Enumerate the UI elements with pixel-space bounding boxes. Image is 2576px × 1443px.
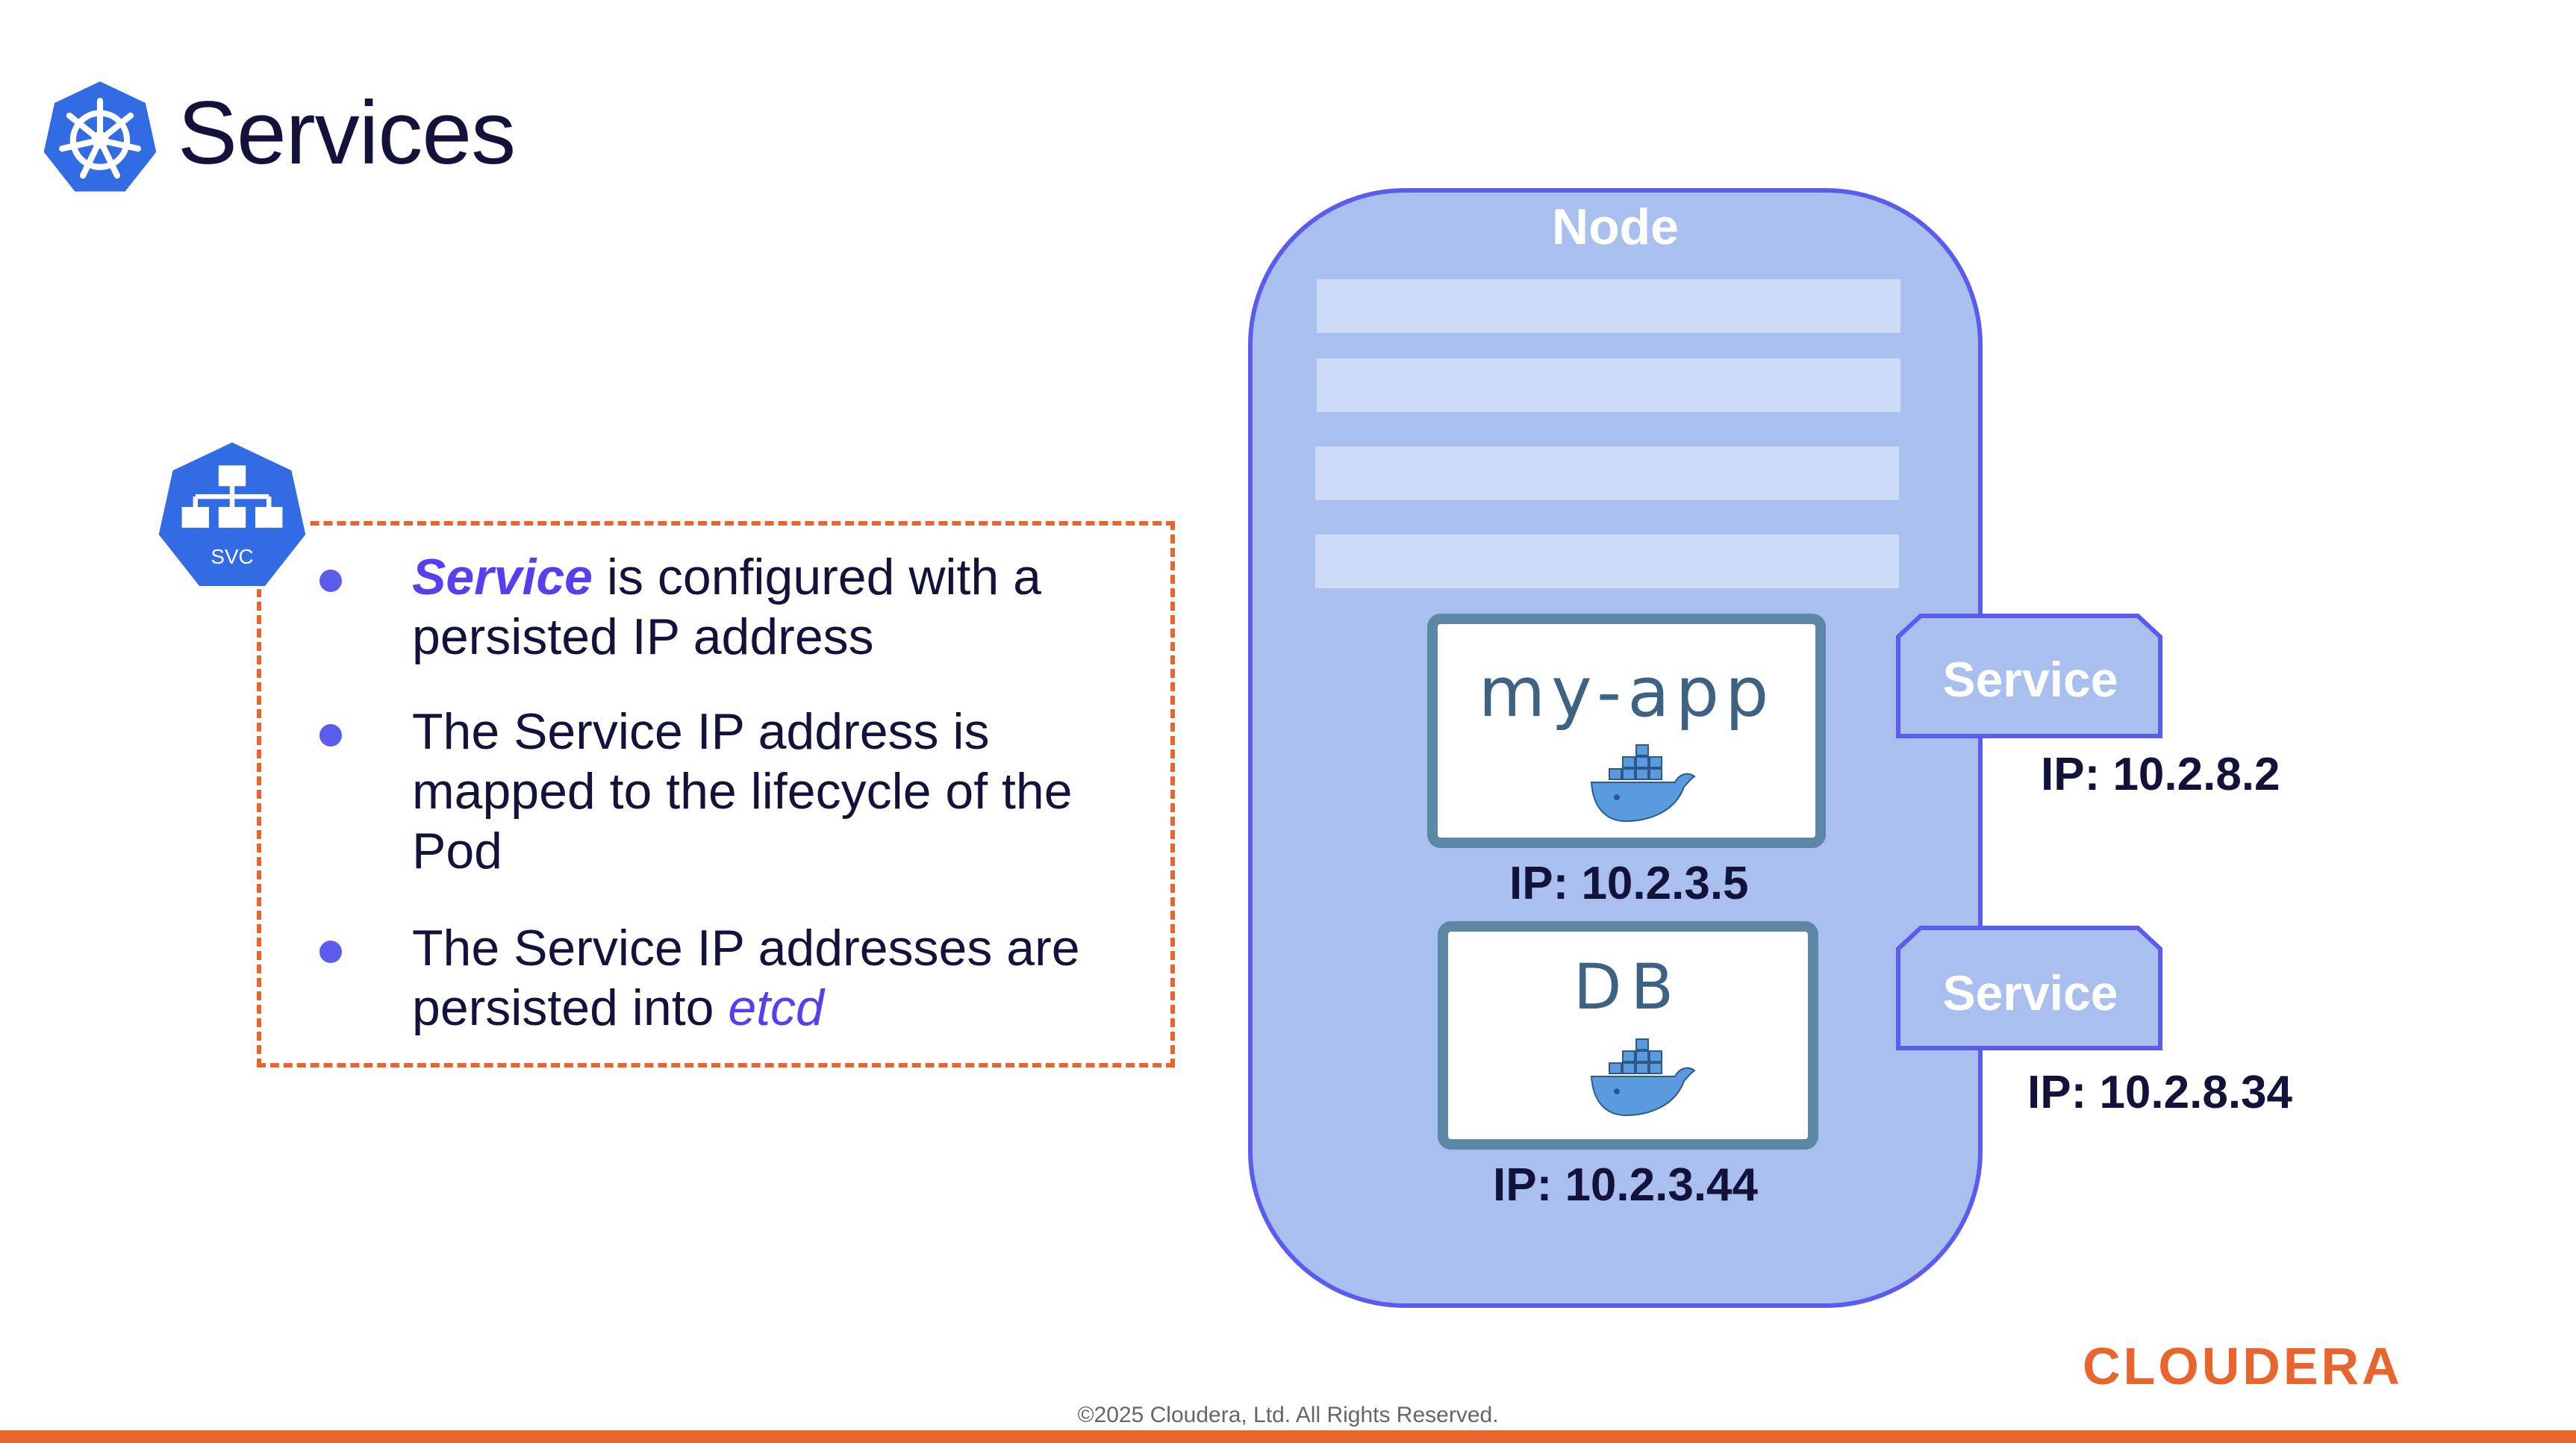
pod-db[interactable]: DB	[1438, 921, 1818, 1150]
pod-ip-db: IP: 10.2.3.44	[1493, 1159, 1759, 1211]
bullet-dot	[319, 724, 342, 747]
node-slot	[1315, 446, 1899, 500]
copyright-text: ©2025 Cloudera, Ltd. All Rights Reserved…	[1077, 1403, 1499, 1427]
node-label: Node	[1552, 199, 1679, 255]
bullet-item-etcd: The Service IP addresses are persisted i…	[412, 918, 1158, 1038]
footer-accent-bar	[0, 1430, 2576, 1443]
bullet-text: is configured with a persisted IP addres…	[412, 549, 1041, 665]
service-network-icon: SVC	[152, 437, 312, 597]
service-label: Service	[1942, 965, 2118, 1020]
service-tag-db[interactable]: Service	[1896, 926, 2165, 1093]
service-info-box	[257, 521, 1175, 1068]
kubernetes-logo-icon	[39, 78, 161, 200]
page-title: Services	[178, 83, 516, 183]
node-slot	[1315, 534, 1899, 588]
svc-icon-label: SVC	[210, 545, 253, 568]
pod-name: my-app	[1478, 652, 1775, 732]
bullet-emphasis: etcd	[728, 979, 824, 1036]
bullet-emphasis: Service	[412, 549, 593, 605]
docker-whale-icon	[1587, 1038, 1699, 1120]
bullet-text: The Service IP addresses are persisted i…	[412, 920, 1080, 1036]
pod-ip-my-app: IP: 10.2.3.5	[1509, 858, 1749, 909]
bullet-item-lifecycle: The Service IP address is mapped to the …	[412, 703, 1073, 879]
service-label: Service	[1942, 652, 2118, 707]
node-slot	[1317, 358, 1900, 412]
docker-whale-icon	[1587, 744, 1699, 826]
pod-name: DB	[1573, 950, 1683, 1023]
service-ip-my-app: IP: 10.2.8.2	[2041, 749, 2280, 800]
bullet-dot	[319, 570, 342, 592]
node-slot	[1317, 279, 1900, 333]
bullet-dot	[319, 941, 342, 963]
pod-my-app[interactable]: my-app	[1427, 614, 1826, 848]
service-tag-my-app[interactable]: Service	[1896, 614, 2165, 781]
bullet-item-service: Service is configured with a persisted I…	[412, 547, 1158, 667]
cloudera-logo: CLOUDERA	[2083, 1337, 2403, 1395]
service-ip-db: IP: 10.2.8.34	[2027, 1067, 2293, 1118]
